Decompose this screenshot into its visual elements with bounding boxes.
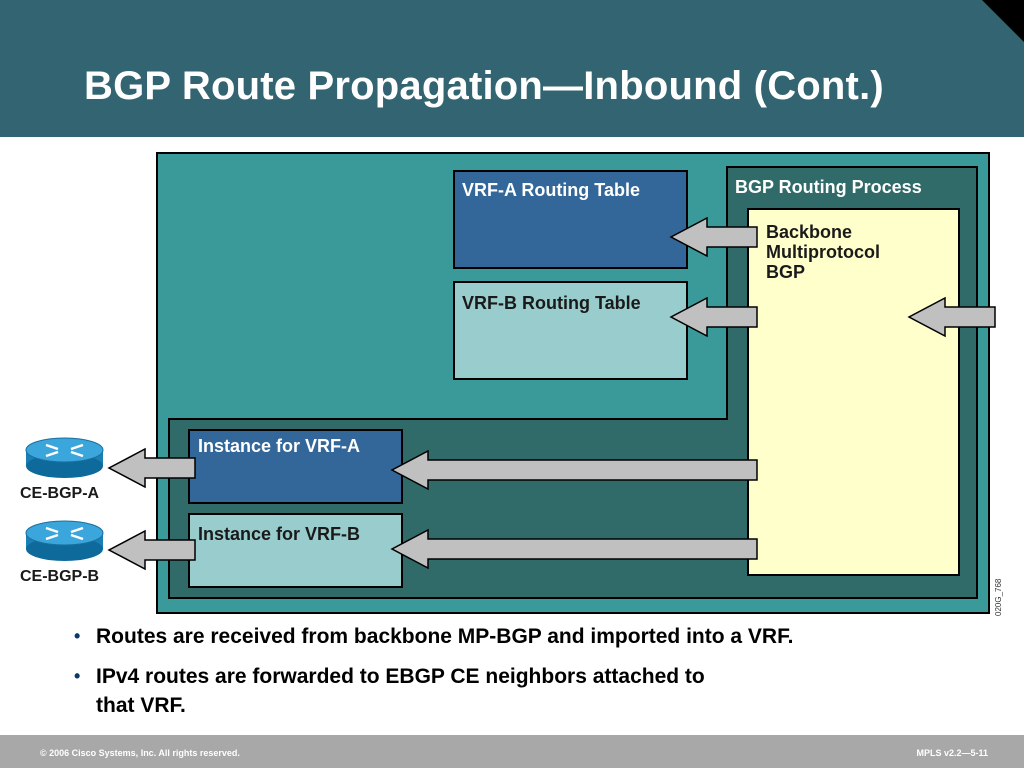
vrf-a-table-box <box>453 170 688 269</box>
vrf-b-table-label: VRF-B Routing Table <box>462 293 641 313</box>
instance-vrf-b-box <box>188 513 403 588</box>
vrf-b-table-box <box>453 281 688 380</box>
ce-bgp-b-label: CE-BGP-B <box>20 568 100 585</box>
bullet-dot: • <box>74 666 81 686</box>
arrow-to-vrf-b <box>669 296 758 338</box>
vrf-a-table-label: VRF-A Routing Table <box>462 180 640 200</box>
arrow-to-vrf-a <box>669 216 758 258</box>
backbone-line-2: Multiprotocol <box>766 242 880 262</box>
bullet-2-text-line-2: that VRF. <box>96 694 186 717</box>
arrow-to-ce-b <box>107 529 196 571</box>
slide-footer <box>0 735 1024 768</box>
router-ce-b-icon <box>25 520 104 561</box>
copyright-text: © 2006 Cisco Systems, Inc. All rights re… <box>40 748 240 758</box>
corner-fold-icon <box>982 0 1024 42</box>
backbone-line-1: Backbone <box>766 222 853 242</box>
instance-vrf-b-label: Instance for VRF-B <box>198 524 361 544</box>
figure-code: 020G_768 <box>994 578 1003 616</box>
course-code-text: MPLS v2.2—5-11 <box>916 748 988 758</box>
arrow-into-backbone <box>907 296 996 338</box>
slide-header <box>0 0 1024 137</box>
arrow-to-ce-a <box>107 447 196 489</box>
instance-vrf-a-label: Instance for VRF-A <box>198 436 361 456</box>
bullet-1-text: Routes are received from backbone MP-BGP… <box>96 625 794 648</box>
ce-bgp-a-label: CE-BGP-A <box>20 485 100 502</box>
instance-vrf-a-box <box>188 429 403 504</box>
router-ce-a-icon <box>25 437 104 478</box>
backbone-line-3: BGP <box>766 262 806 282</box>
bgp-process-label: BGP Routing Process <box>735 177 922 197</box>
bgp-propagation-diagram <box>25 152 996 614</box>
arrow-to-instance-a <box>390 449 758 491</box>
bullet-2-text-line-1: IPv4 routes are forwarded to EBGP CE nei… <box>96 665 705 688</box>
arrow-to-instance-b <box>390 528 758 570</box>
bullet-dot: • <box>74 626 81 646</box>
backbone-mp-bgp-label: Backbone Multiprotocol BGP <box>766 222 880 282</box>
slide-title: BGP Route Propagation—Inbound (Cont.) <box>84 64 884 108</box>
backbone-mp-bgp-box <box>747 208 960 576</box>
bullet-1: • Routes are received from backbone MP-B… <box>74 622 994 652</box>
bullet-2: • IPv4 routes are forwarded to EBGP CE n… <box>74 662 994 722</box>
